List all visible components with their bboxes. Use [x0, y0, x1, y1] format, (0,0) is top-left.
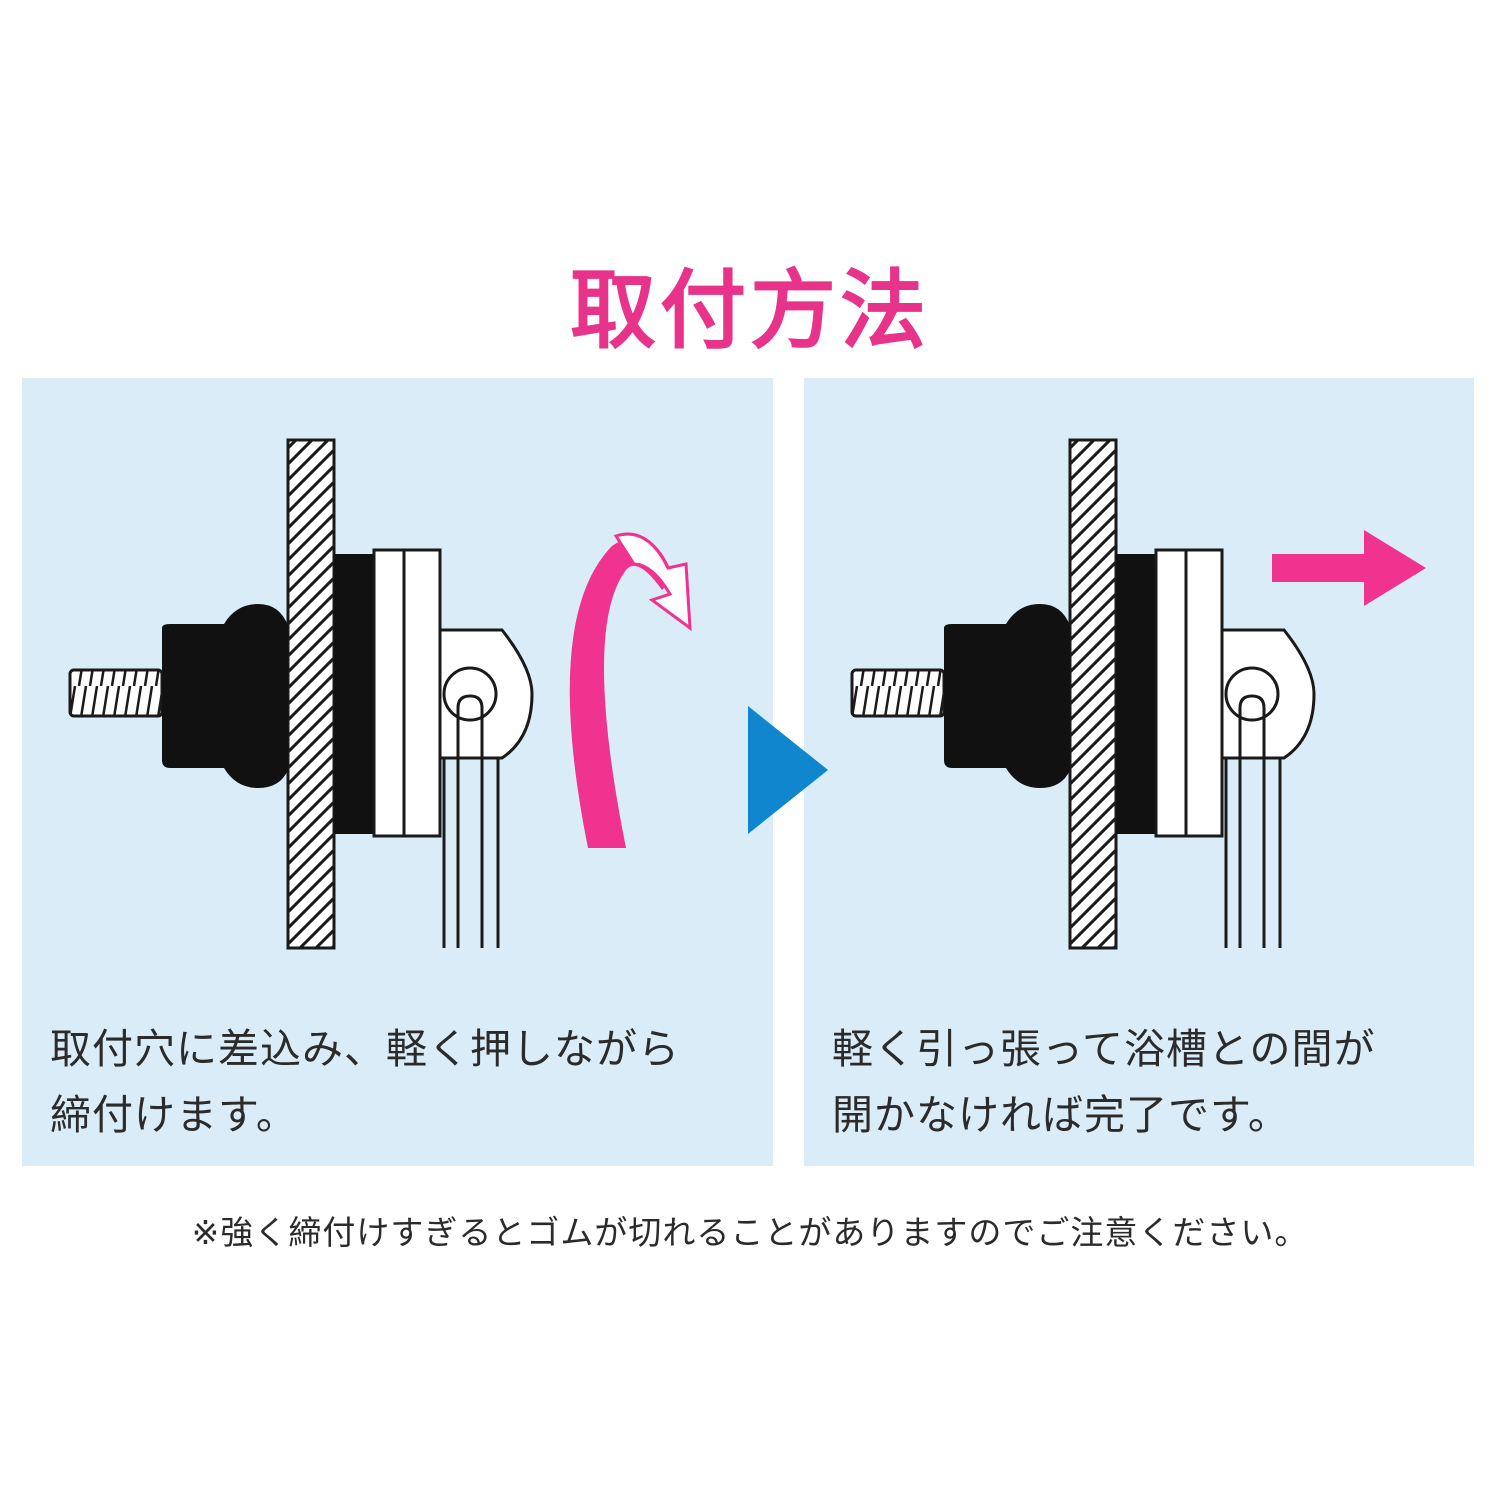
step-1-text: 取付穴に差込み、軽く押しながら 締付けます。: [50, 1016, 770, 1148]
page-title: 取付方法: [570, 261, 930, 361]
step-1-text-line1: 取付穴に差込み、軽く押しながら: [50, 1025, 680, 1073]
step-2-text: 軽く引っ張って浴槽との間が 開かなければ完了です。: [832, 1016, 1500, 1148]
step-1-panel: 取付穴に差込み、軽く押しながら 締付けます。: [22, 378, 773, 1166]
step-1-text-line2: 締付けます。: [50, 1091, 298, 1139]
step-2-text-line2: 開かなければ完了です。: [832, 1091, 1290, 1139]
step-2-illustration: [804, 378, 1474, 1166]
step-2-text-line1: 軽く引っ張って浴槽との間が: [832, 1025, 1376, 1073]
step-1-illustration: [22, 378, 773, 1166]
rotate-arrow-icon: [569, 532, 692, 848]
caution-note: ※強く締付けすぎるとゴムが切れることがありますのでご注意ください。: [191, 1213, 1309, 1252]
step-2-panel: 軽く引っ張って浴槽との間が 開かなければ完了です。: [804, 378, 1474, 1166]
pull-right-arrow-icon: [1272, 530, 1426, 606]
